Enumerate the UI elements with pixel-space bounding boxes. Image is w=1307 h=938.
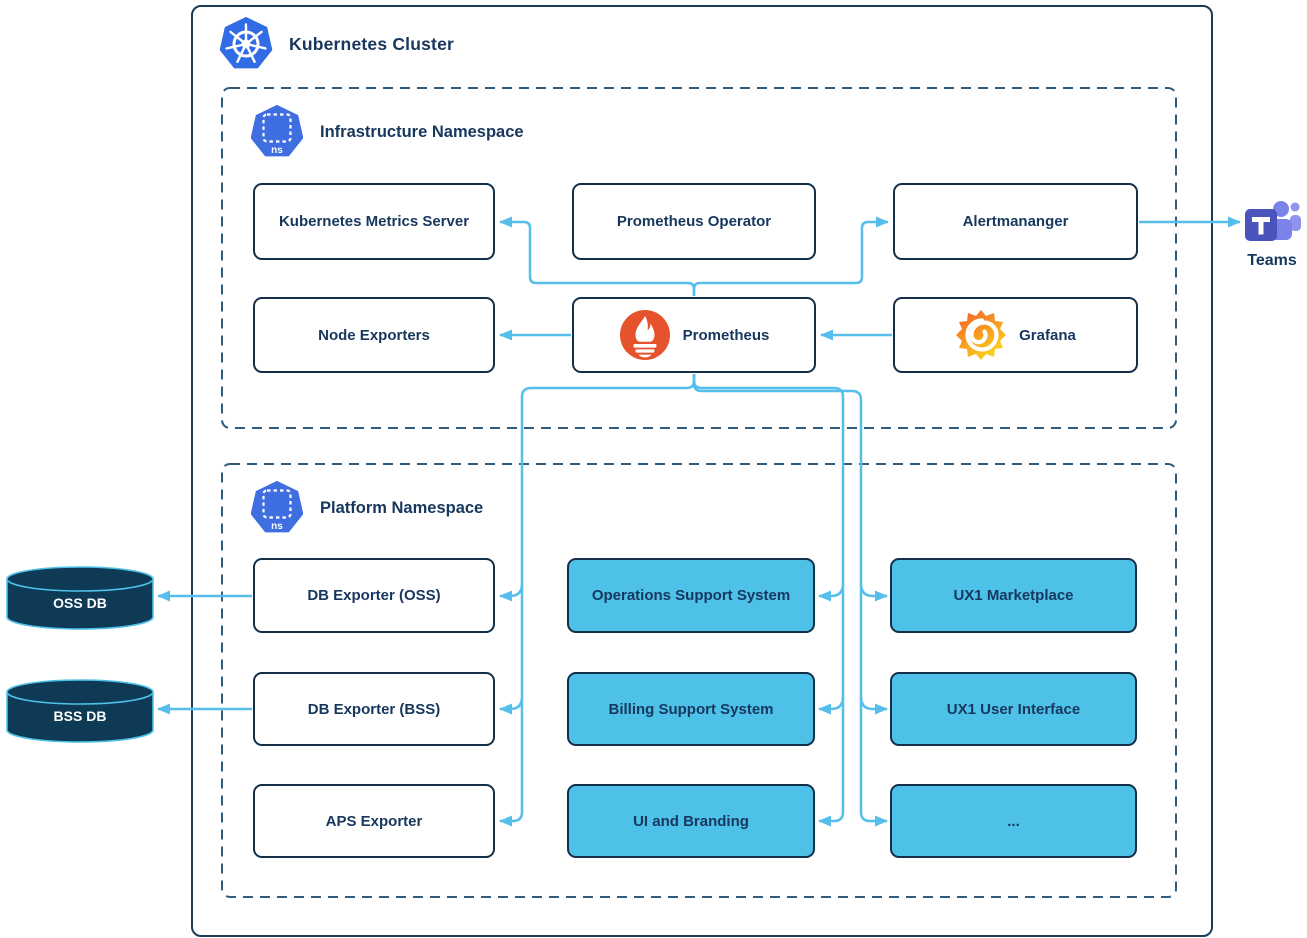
infra-namespace-header: ns Infrastructure Namespace	[251, 104, 524, 160]
node-db-exporter-oss[interactable]: DB Exporter (OSS)	[253, 558, 495, 633]
cluster-header: Kubernetes Cluster	[219, 16, 454, 72]
namespace-icon: ns	[251, 105, 303, 159]
infra-namespace-title: Infrastructure Namespace	[320, 122, 524, 141]
platform-namespace-title: Platform Namespace	[320, 498, 484, 517]
node-label: Grafana	[1019, 326, 1076, 344]
node-prometheus[interactable]: Prometheus	[572, 297, 816, 373]
node-label: Billing Support System	[608, 700, 774, 718]
node-aps-exporter[interactable]: APS Exporter	[253, 784, 495, 858]
node-node-exporters[interactable]: Node Exporters	[253, 297, 495, 373]
node-label: DB Exporter (BSS)	[307, 700, 441, 718]
prometheus-icon	[619, 309, 671, 361]
node-label: Prometheus Operator	[616, 213, 772, 230]
node-kubernetes-metrics-server[interactable]: Kubernetes Metrics Server	[253, 183, 495, 260]
node-label: Kubernetes Metrics Server	[278, 213, 470, 230]
node-label: UI and Branding	[633, 812, 749, 830]
node-label: UX1 Marketplace	[953, 587, 1074, 604]
node-label: DB Exporter (OSS)	[307, 587, 441, 604]
oss-db-label: OSS DB	[53, 595, 107, 611]
node-label: Prometheus	[682, 326, 770, 344]
bss-db-cylinder[interactable]: BSS DB	[5, 678, 155, 744]
teams-node[interactable]: Teams	[1243, 198, 1301, 269]
teams-icon	[1243, 198, 1301, 250]
node-ui-and-branding[interactable]: UI and Branding	[567, 784, 815, 858]
namespace-badge: ns	[271, 521, 283, 532]
node-label: Operations Support System	[591, 587, 791, 604]
node-grafana[interactable]: Grafana	[893, 297, 1138, 373]
oss-db-cylinder[interactable]: OSS DB	[5, 565, 155, 631]
teams-label: Teams	[1247, 252, 1297, 269]
node-label: APS Exporter	[325, 812, 423, 830]
platform-namespace-header: ns Platform Namespace	[251, 480, 483, 536]
grafana-icon	[955, 309, 1007, 361]
node-billing-support-system[interactable]: Billing Support System	[567, 672, 815, 746]
namespace-icon: ns	[251, 481, 303, 535]
cluster-title: Kubernetes Cluster	[289, 33, 455, 54]
namespace-badge: ns	[271, 145, 283, 156]
node-operations-support-system[interactable]: Operations Support System	[567, 558, 815, 633]
node-label: UX1 User Interface	[946, 700, 1081, 718]
kubernetes-logo-icon	[219, 17, 273, 71]
bss-db-label: BSS DB	[53, 708, 107, 724]
node-label: ...	[1007, 812, 1020, 830]
node-ux1-user-interface[interactable]: UX1 User Interface	[890, 672, 1137, 746]
node-label: Alertmananger	[962, 213, 1069, 230]
node-prometheus-operator[interactable]: Prometheus Operator	[572, 183, 816, 260]
node-label: Node Exporters	[318, 326, 430, 344]
node-ux1-marketplace[interactable]: UX1 Marketplace	[890, 558, 1137, 633]
node-alertmanager[interactable]: Alertmananger	[893, 183, 1138, 260]
node-db-exporter-bss[interactable]: DB Exporter (BSS)	[253, 672, 495, 746]
node-more[interactable]: ...	[890, 784, 1137, 858]
